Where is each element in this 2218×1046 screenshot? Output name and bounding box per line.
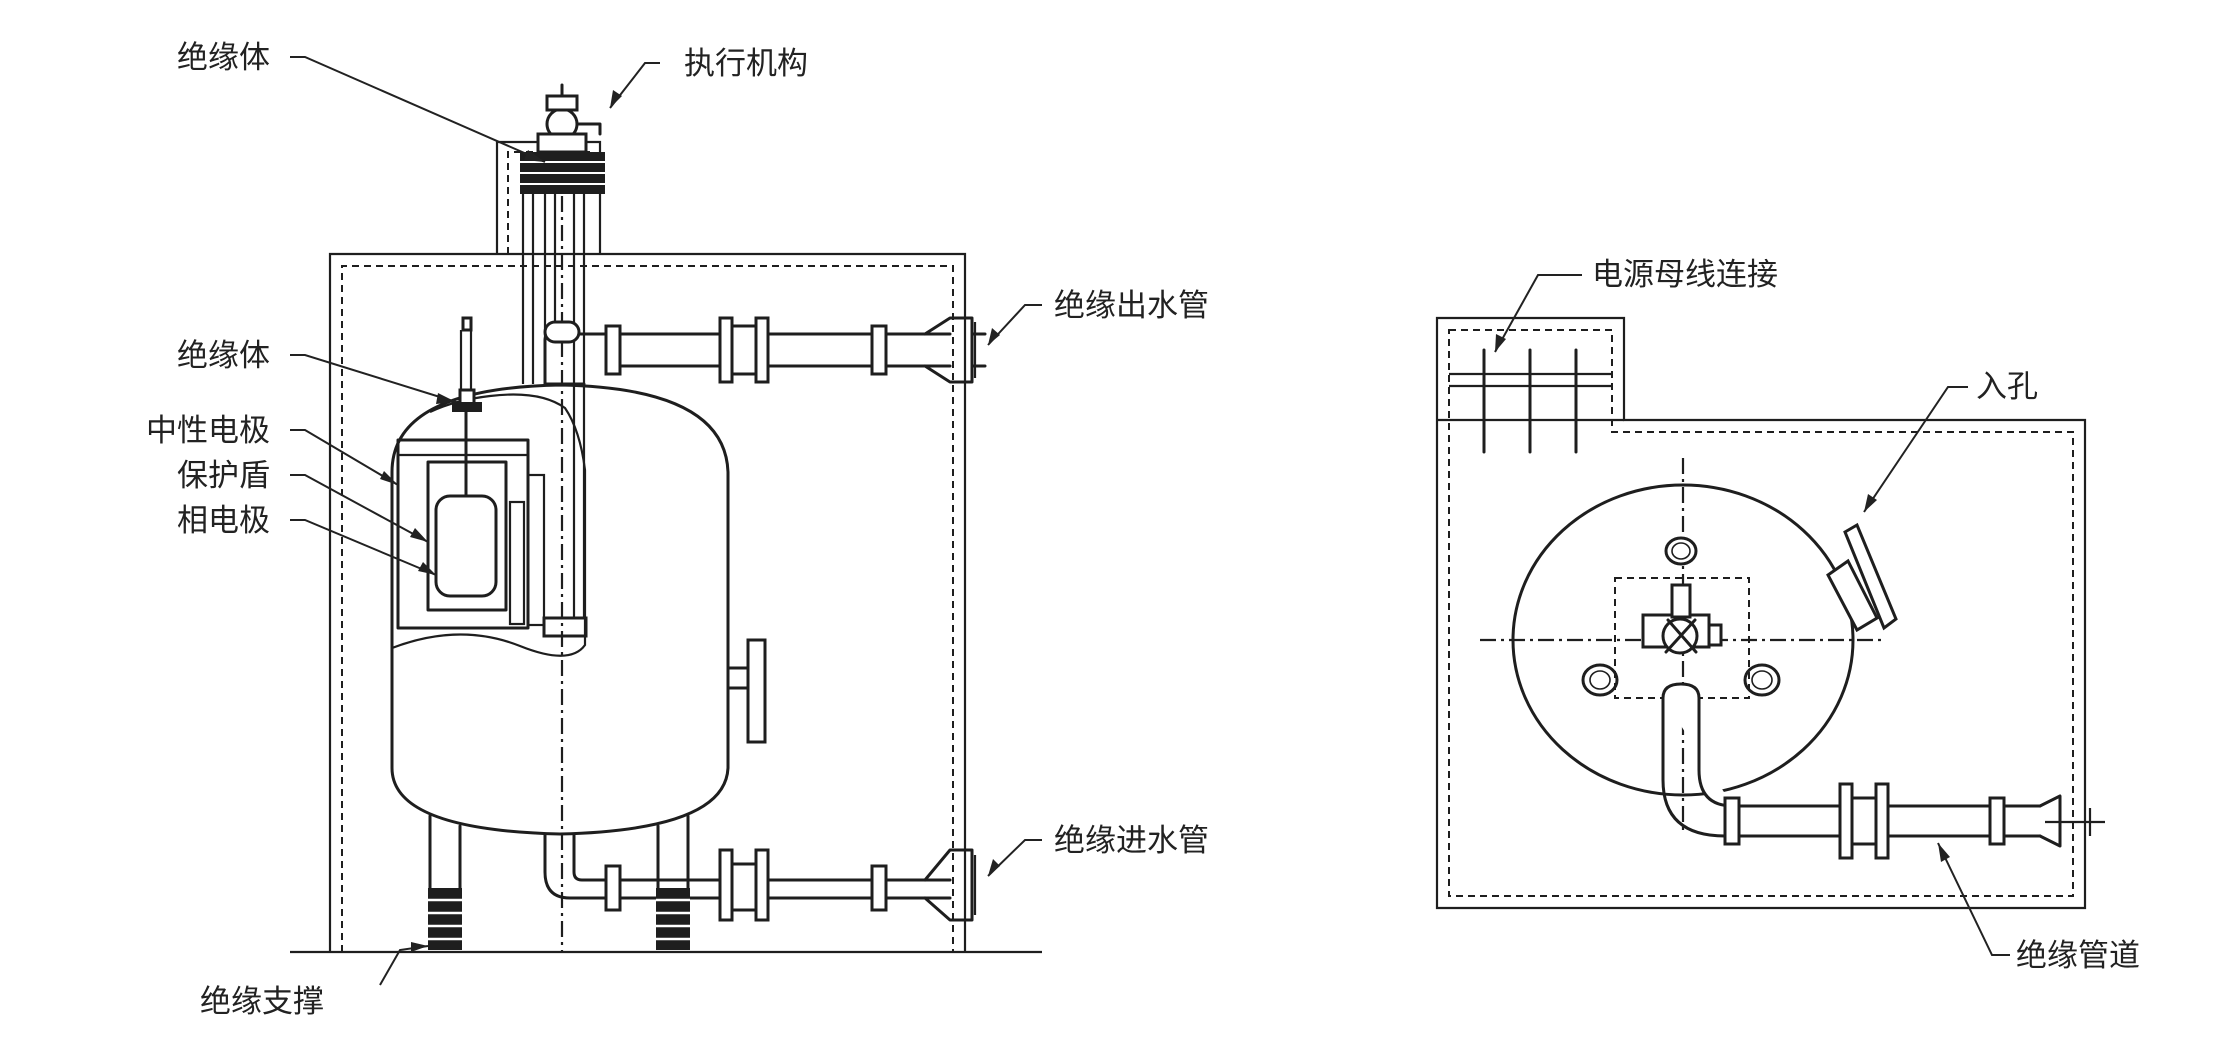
cutaway <box>391 316 587 657</box>
actuator <box>520 83 605 194</box>
electrode-rods <box>521 190 588 638</box>
label-inner-insulator: 绝缘体 <box>177 338 270 374</box>
label-phase-electrode: 相电极 <box>177 503 270 539</box>
label-shield: 保护盾 <box>177 458 270 494</box>
front-view <box>290 83 1042 954</box>
label-insulated-pipe: 绝缘管道 <box>2016 938 2140 974</box>
top-view-pipe <box>1661 682 2105 860</box>
label-manhole: 入孔 <box>1976 369 2038 405</box>
label-outlet-pipe: 绝缘出水管 <box>1054 288 1209 324</box>
label-actuator: 执行机构 <box>684 46 808 82</box>
leader-lines <box>290 56 2010 986</box>
label-busbar: 电源母线连接 <box>1592 257 1778 293</box>
label-top-insulator: 绝缘体 <box>177 40 270 76</box>
busbar-connection <box>1449 348 1612 454</box>
outlet-pipe <box>543 316 987 386</box>
vessel-top <box>1480 458 1898 830</box>
label-neutral-electrode: 中性电极 <box>146 413 270 449</box>
enclosure-frame <box>328 140 967 952</box>
insulated-supports <box>428 814 690 950</box>
inlet-pipe <box>543 832 977 922</box>
top-view-frame <box>1435 316 2087 910</box>
label-inlet-pipe: 绝缘进水管 <box>1054 823 1209 859</box>
labels: 绝缘体 执行机构 绝缘出水管 绝缘体 中性电极 保护盾 相电极 绝缘进水管 绝缘… <box>146 40 2140 1020</box>
label-support: 绝缘支撑 <box>200 984 324 1020</box>
top-view <box>1435 316 2105 910</box>
